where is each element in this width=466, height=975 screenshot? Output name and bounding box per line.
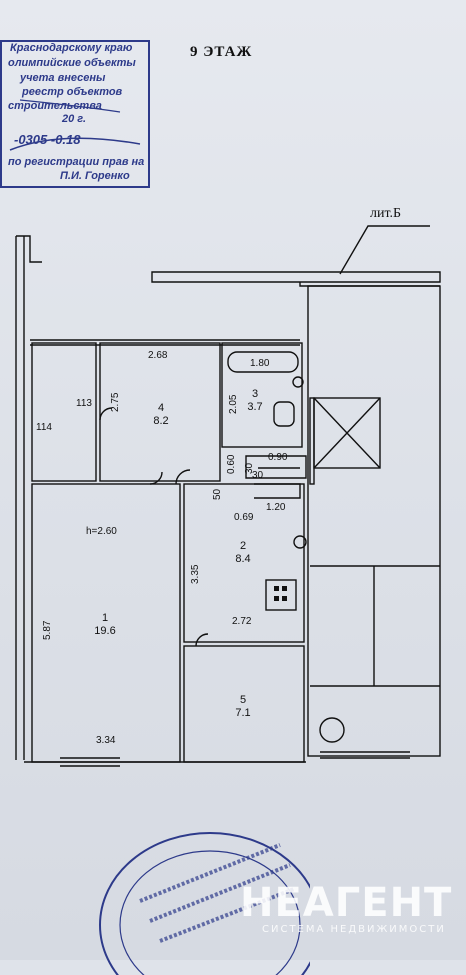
room-5-number: 5 [239, 694, 247, 706]
stamp-line-1: Краснодарскому краю [10, 42, 133, 54]
room-4-outline [99, 342, 221, 482]
room-2-label: 2 8.4 [228, 540, 258, 566]
dim-114: 114 [36, 422, 52, 433]
stamp-line-7: -0305 -0.18 [14, 132, 81, 147]
dim-120: 1.20 [266, 502, 286, 513]
room-3-number: 3 [251, 388, 259, 400]
stair-flight [310, 565, 440, 687]
wall-north-balcony [151, 271, 441, 283]
room-5-area: 7.1 [235, 707, 251, 719]
dim-180: 1.80 [250, 358, 270, 369]
dim-113: 113 [76, 398, 92, 409]
toilet [273, 401, 295, 427]
dim-334: 3.34 [96, 735, 116, 746]
dim-335: 3.35 [190, 564, 201, 584]
room-4-label: 4 8.2 [146, 402, 176, 428]
dim-205: 2.05 [228, 394, 239, 414]
room-2-number: 2 [239, 540, 247, 552]
stamp-line-5: строительства [8, 100, 102, 112]
dim-50: 50 [212, 488, 223, 500]
round-official-stamp [99, 832, 310, 975]
dim-069: 0.69 [234, 512, 254, 523]
registration-stamp: Краснодарскому краю олимпийские объекты … [0, 40, 152, 188]
bathtub [227, 351, 299, 373]
room-113-outline [31, 342, 97, 482]
stove [265, 579, 297, 611]
watermark-subtitle: СИСТЕМА НЕДВИЖИМОСТИ [262, 924, 446, 935]
watermark-brand: НЕАГЕНТ [240, 880, 453, 926]
dim-268: 2.68 [148, 350, 168, 361]
stamp-line-6: 20 г. [62, 113, 87, 125]
stamp-line-9: П.И. Горенко [60, 170, 130, 182]
dim-30b: 30 [252, 470, 264, 481]
stairwell-outline [307, 285, 441, 757]
dim-090: 0.90 [268, 452, 288, 463]
room-2-outline [183, 483, 305, 643]
room-3-area: 3.7 [247, 401, 263, 413]
room-1-label: 1 19.6 [90, 612, 120, 638]
room-3-outline [221, 342, 303, 448]
room-2-area: 8.4 [235, 553, 251, 565]
stamp-line-4: реестр объектов [22, 86, 123, 98]
floor-title: 9 ЭТАЖ [190, 44, 253, 60]
room-3-label: 3 3.7 [240, 388, 270, 414]
dim-060: 0.60 [226, 454, 237, 474]
building-label-leader [339, 225, 430, 275]
room-4-number: 4 [157, 402, 165, 414]
dim-272: 2.72 [232, 616, 252, 627]
stamp-frame [0, 40, 150, 188]
stamp-line-3: учета внесены [20, 72, 106, 84]
room-5-label: 5 7.1 [228, 694, 258, 720]
dim-587: 5.87 [42, 620, 53, 640]
stamp-line-8: по регистрации прав на [8, 156, 145, 168]
room-1-area: 19.6 [94, 625, 116, 637]
stamp-line-2: олимпийские объекты [8, 57, 136, 69]
room-1-number: 1 [101, 612, 109, 624]
dim-275: 2.75 [110, 392, 121, 412]
building-label: лит.Б [370, 206, 402, 221]
dim-260: h=2.60 [86, 526, 117, 537]
room-4-area: 8.2 [153, 415, 169, 427]
